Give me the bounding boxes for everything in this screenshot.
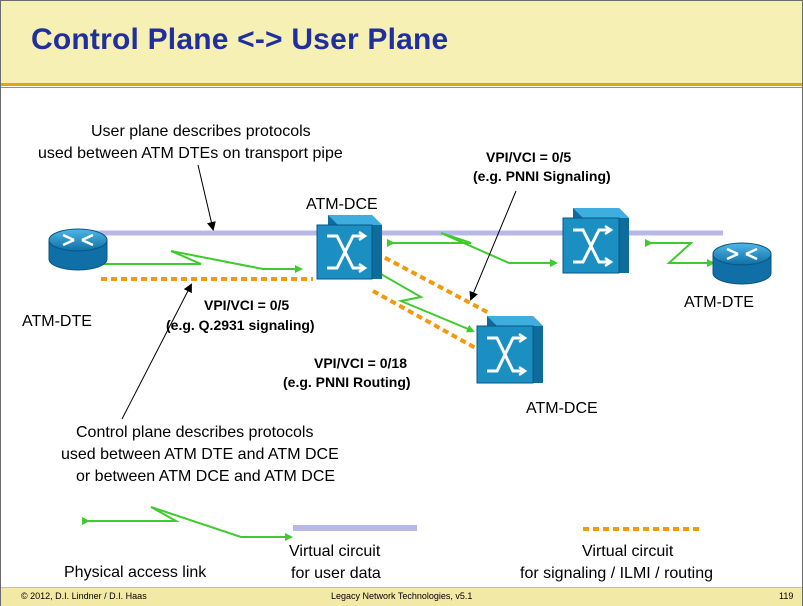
control-plane-note: Control plane describes protocols xyxy=(76,424,314,441)
atm-switch-icon-right xyxy=(562,208,629,274)
legend-physical-link-label: Physical access link xyxy=(64,564,207,581)
title-rule-thin xyxy=(1,87,802,88)
network-diagram xyxy=(48,164,772,541)
page-number: 119 xyxy=(779,591,794,601)
control-plane-pointer xyxy=(121,283,192,420)
physical-link-dte-dce xyxy=(97,250,303,273)
slide-title: Control Plane <-> User Plane xyxy=(31,23,449,56)
atm-switch-icon-bottom xyxy=(476,316,543,384)
footer-bar: © 2012, D.I. Lindner / D.I. Haas Legacy … xyxy=(1,587,802,606)
label-dce-center: ATM-DCE xyxy=(306,196,378,213)
pnni-routing-vc: VPI/VCI = 0/18 xyxy=(314,355,407,371)
user-plane-note: User plane describes protocols xyxy=(91,123,311,140)
physical-link-dce-dte xyxy=(645,239,715,267)
user-plane-pointer xyxy=(197,164,216,231)
q2931-vc: VPI/VCI = 0/5 xyxy=(204,297,290,313)
user-plane-note-2: used between ATM DTEs on transport pipe xyxy=(38,145,343,162)
title-rule xyxy=(1,83,802,86)
label-dte-right: ATM-DTE xyxy=(684,294,754,311)
label-dce-bottom: ATM-DCE xyxy=(526,400,598,417)
pnni-signaling-vc: VPI/VCI = 0/5 xyxy=(486,149,572,165)
physical-link-dce-dce-top xyxy=(387,232,558,267)
legend-user-vc-label-2: for user data xyxy=(291,565,381,582)
physical-link-dce-dce-bottom xyxy=(371,266,475,333)
legend-user-vc-label: Virtual circuit xyxy=(289,543,381,560)
legend-signaling-vc-label-2: for signaling / ILMI / routing xyxy=(520,565,713,582)
q2931-desc: (e.g. Q.2931 signaling) xyxy=(166,317,315,333)
footer-course: Legacy Network Technologies, v5.1 xyxy=(331,591,473,601)
legend-physical-link-icon xyxy=(82,506,293,541)
atm-switch-icon-center xyxy=(316,215,382,280)
pnni-signaling-pointer xyxy=(469,190,517,301)
legend-signaling-vc-label: Virtual circuit xyxy=(582,543,674,560)
control-plane-note-2: used between ATM DTE and ATM DCE xyxy=(61,446,339,463)
router-icon-left xyxy=(48,228,108,271)
pnni-routing-desc: (e.g. PNNI Routing) xyxy=(283,374,411,390)
title-bar xyxy=(1,1,802,83)
control-plane-note-3: or between ATM DCE and ATM DCE xyxy=(76,468,336,485)
label-dte-left: ATM-DTE xyxy=(22,313,92,330)
footer-copyright: © 2012, D.I. Lindner / D.I. Haas xyxy=(21,591,147,601)
pnni-signaling-desc: (e.g. PNNI Signaling) xyxy=(473,168,611,184)
router-icon-right xyxy=(712,242,772,285)
